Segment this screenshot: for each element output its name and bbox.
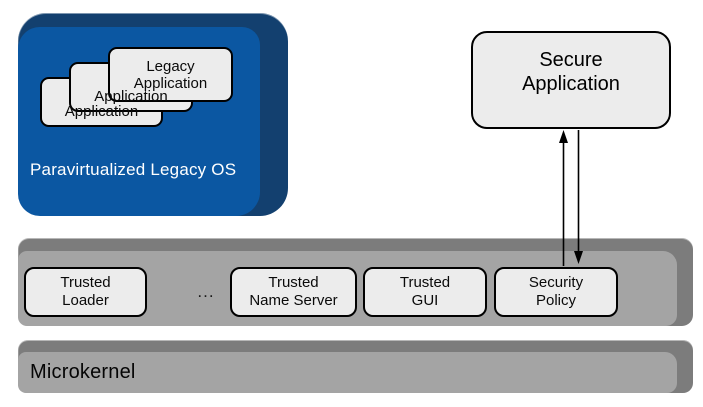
- trusted-loader-box: Trusted Loader: [24, 267, 147, 317]
- microkernel-bar: Microkernel: [18, 340, 693, 393]
- security-policy-line1: Security: [528, 274, 584, 291]
- secure-application-line1: Secure: [539, 49, 603, 71]
- trusted-name-server-line2: Name Server: [249, 292, 338, 309]
- microkernel-face: Microkernel: [18, 352, 677, 393]
- security-policy-line2: Policy: [535, 292, 576, 309]
- legacy-os-title: Paravirtualized Legacy OS: [30, 160, 237, 179]
- trusted-services-bar: Trusted Loader ... Trusted Name Server T…: [18, 238, 693, 326]
- secure-application-box: Secure Application: [471, 31, 671, 129]
- microkernel-label: Microkernel: [30, 361, 136, 383]
- legacy-app-front-line2: Application: [133, 74, 208, 92]
- security-policy-box: Security Policy: [494, 267, 618, 317]
- trusted-gui-box: Trusted GUI: [363, 267, 487, 317]
- legacy-app-front-line1: Legacy: [146, 57, 195, 75]
- trusted-name-server-line1: Trusted: [268, 274, 319, 291]
- legacy-app-back-label: Application: [64, 103, 139, 120]
- legacy-app-middle-label: Application: [94, 88, 168, 105]
- legacy-app-box-front: Legacy Application: [108, 47, 233, 102]
- secure-application-line2: Application: [522, 73, 620, 95]
- trusted-loader-line2: Loader: [62, 292, 109, 309]
- trusted-loader-line1: Trusted: [60, 274, 111, 291]
- trusted-gui-line2: GUI: [411, 292, 439, 309]
- trusted-gui-line1: Trusted: [399, 274, 451, 291]
- services-ellipsis: ...: [197, 282, 215, 301]
- trusted-name-server-box: Trusted Name Server: [230, 267, 357, 317]
